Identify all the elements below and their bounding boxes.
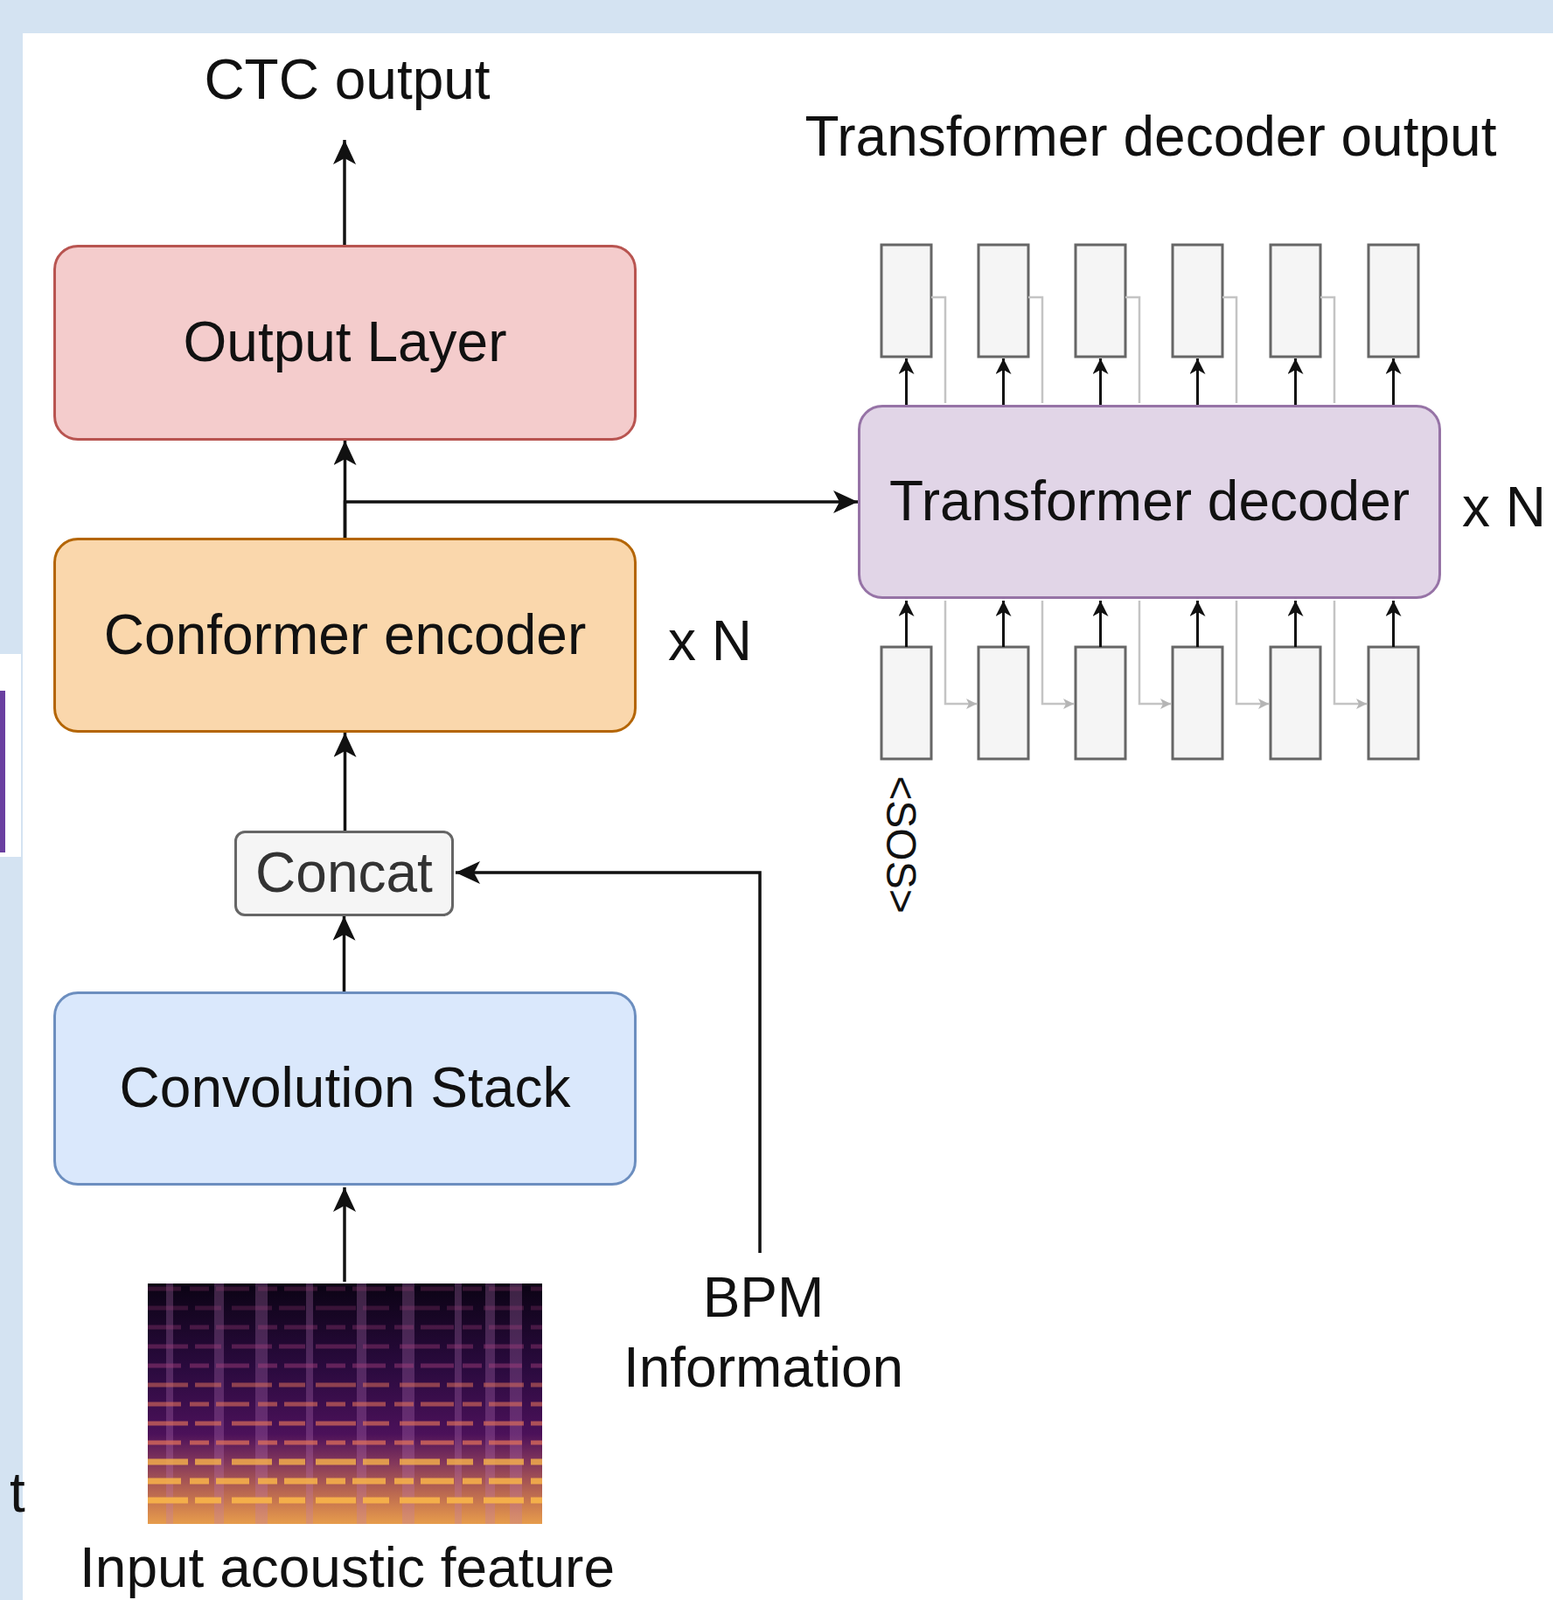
token-arrow [1392, 358, 1395, 405]
annotation-label: Transformer decoder output [805, 108, 1498, 165]
encoder-box: Conformer encoder [53, 537, 637, 733]
annotation-label: t [9, 1464, 26, 1521]
output-token [881, 244, 932, 357]
output-token [1368, 244, 1419, 357]
concat-box: Concat [234, 830, 454, 917]
token-arrow [1392, 600, 1395, 648]
harmonic-band [147, 1441, 543, 1446]
node-text: Output Layer [183, 310, 508, 376]
harmonic-band [147, 1402, 543, 1407]
spectrogram-glow [147, 1434, 543, 1525]
token-sequence [881, 244, 1419, 760]
white-panel [22, 33, 1553, 1600]
output-token [1270, 244, 1321, 357]
flow-arrow [343, 732, 348, 831]
token-arrow [905, 358, 908, 405]
flow-arrow [345, 501, 859, 538]
input-arrow [342, 1187, 347, 1282]
annotation-label: <SOS> [879, 775, 922, 913]
recurrence-line [931, 297, 946, 404]
token-arrow [1002, 600, 1005, 648]
input-token [881, 647, 932, 760]
token-arrow [1002, 358, 1005, 405]
token-arrow [1099, 600, 1102, 648]
token-arrow [905, 600, 908, 648]
annotation-label: Input acoustic feature [79, 1539, 615, 1596]
harmonic-band [147, 1497, 543, 1505]
recurrence-line [1139, 600, 1171, 704]
input-token [1368, 647, 1419, 760]
input-token [978, 647, 1029, 760]
side-bar [0, 690, 6, 853]
recurrence-line [1320, 297, 1335, 404]
convolution-box: Convolution Stack [53, 991, 637, 1186]
harmonic-band [147, 1306, 543, 1311]
harmonic-band [147, 1421, 543, 1427]
onset-stripe [454, 1283, 462, 1525]
flow-arrow [342, 916, 347, 992]
annotation-label: CTC output [203, 51, 490, 108]
node-text: Transformer decoder [889, 469, 1410, 535]
output-token [1172, 244, 1223, 357]
decoder-box: Transformer decoder [857, 404, 1442, 599]
harmonic-band [147, 1344, 543, 1350]
output-layer-box: Output Layer [53, 244, 637, 441]
harmonic-band [147, 1478, 543, 1485]
recurrence-line [1028, 297, 1043, 404]
recurrence-line [1042, 600, 1074, 704]
repeat-count: x N [668, 612, 753, 669]
recurrence-line [1236, 600, 1269, 704]
output-arrow [342, 139, 347, 245]
spectrogram [147, 1283, 543, 1525]
node-text: Concat [255, 841, 433, 906]
harmonic-band [147, 1383, 543, 1388]
annotation-label: BPM Information [597, 1262, 930, 1403]
recurrence-line [1125, 297, 1140, 404]
repeat-count: x N [1462, 479, 1547, 536]
side-strip [0, 654, 21, 857]
token-arrow [1294, 600, 1297, 648]
harmonic-band [147, 1325, 543, 1331]
token-arrow [1196, 358, 1199, 405]
output-token [1075, 244, 1126, 357]
spectrogram-ground [147, 1283, 543, 1525]
recurrence-line [1222, 297, 1237, 404]
harmonic-band [147, 1287, 543, 1292]
output-token [978, 244, 1029, 357]
token-arrow [1099, 358, 1102, 405]
input-token [1075, 647, 1126, 760]
node-text: Conformer encoder [104, 603, 586, 669]
node-text: Convolution Stack [119, 1056, 572, 1122]
token-arrow [1196, 600, 1199, 648]
recurrence-line [1334, 600, 1367, 704]
input-token [1172, 647, 1223, 760]
input-token [1270, 647, 1321, 760]
harmonic-band [147, 1459, 543, 1466]
recurrence-line [945, 600, 977, 704]
harmonic-band [147, 1364, 543, 1369]
token-arrow [1294, 358, 1297, 405]
